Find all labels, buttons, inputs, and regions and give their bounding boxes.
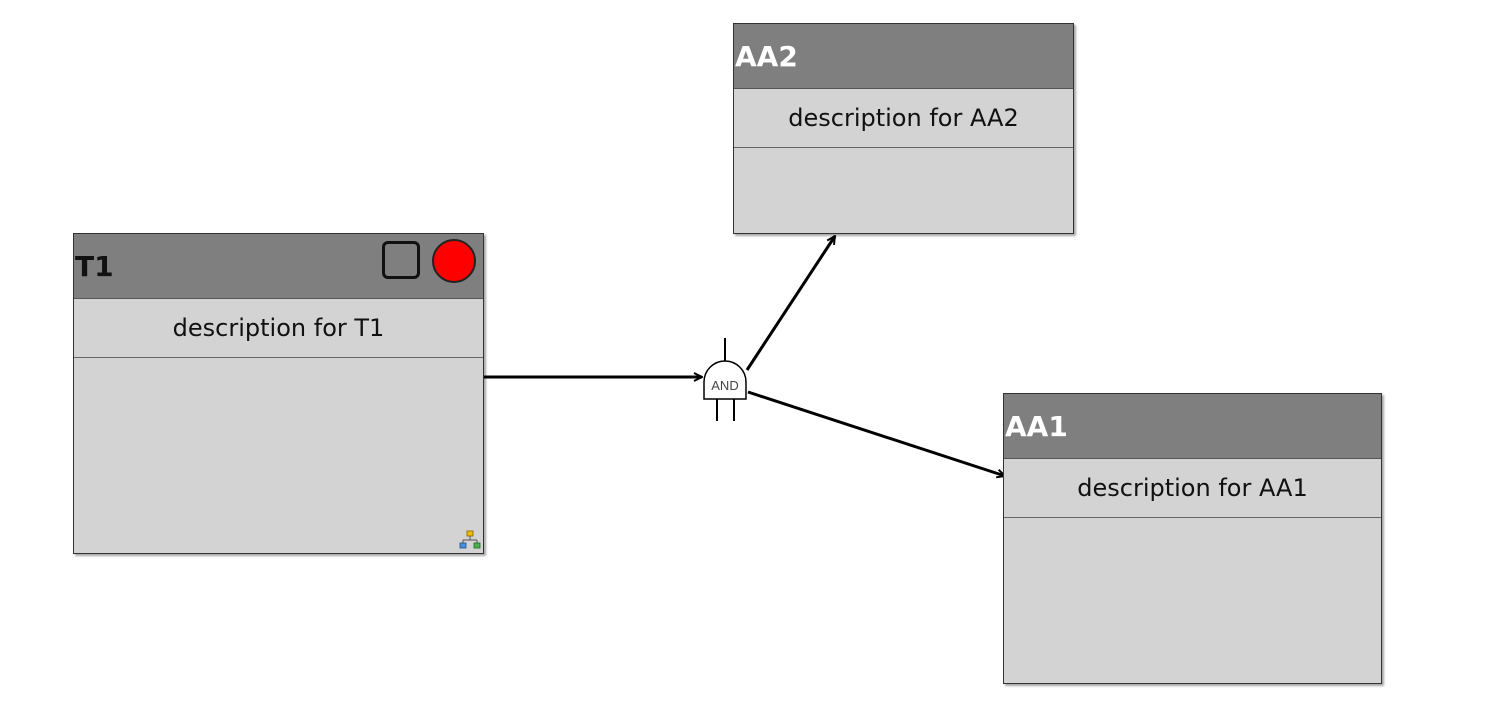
node-aa1-description: description for AA1 (1004, 459, 1381, 518)
edge-and-to-aa2[interactable] (745, 236, 837, 371)
node-t1[interactable]: T1 description for T1 (73, 233, 484, 554)
node-t1-description: description for T1 (74, 299, 483, 358)
and-gate[interactable]: AND (703, 338, 747, 421)
hierarchy-icon[interactable] (459, 530, 481, 550)
node-aa2-description: description for AA2 (734, 89, 1073, 148)
node-aa2-header: AA2 (734, 24, 1073, 89)
node-aa1-header: AA1 (1004, 394, 1381, 459)
node-aa1[interactable]: AA1 description for AA1 (1003, 393, 1382, 684)
square-icon[interactable] (382, 241, 420, 279)
node-aa2-title: AA2 (735, 40, 798, 73)
node-aa1-title: AA1 (1005, 410, 1068, 443)
node-t1-title: T1 (75, 250, 114, 283)
red-circle-icon[interactable] (432, 239, 476, 283)
node-t1-header: T1 (74, 234, 483, 299)
and-gate-label: AND (711, 378, 738, 393)
edge-and-to-aa1[interactable] (747, 390, 1005, 476)
node-aa2[interactable]: AA2 description for AA2 (733, 23, 1074, 234)
